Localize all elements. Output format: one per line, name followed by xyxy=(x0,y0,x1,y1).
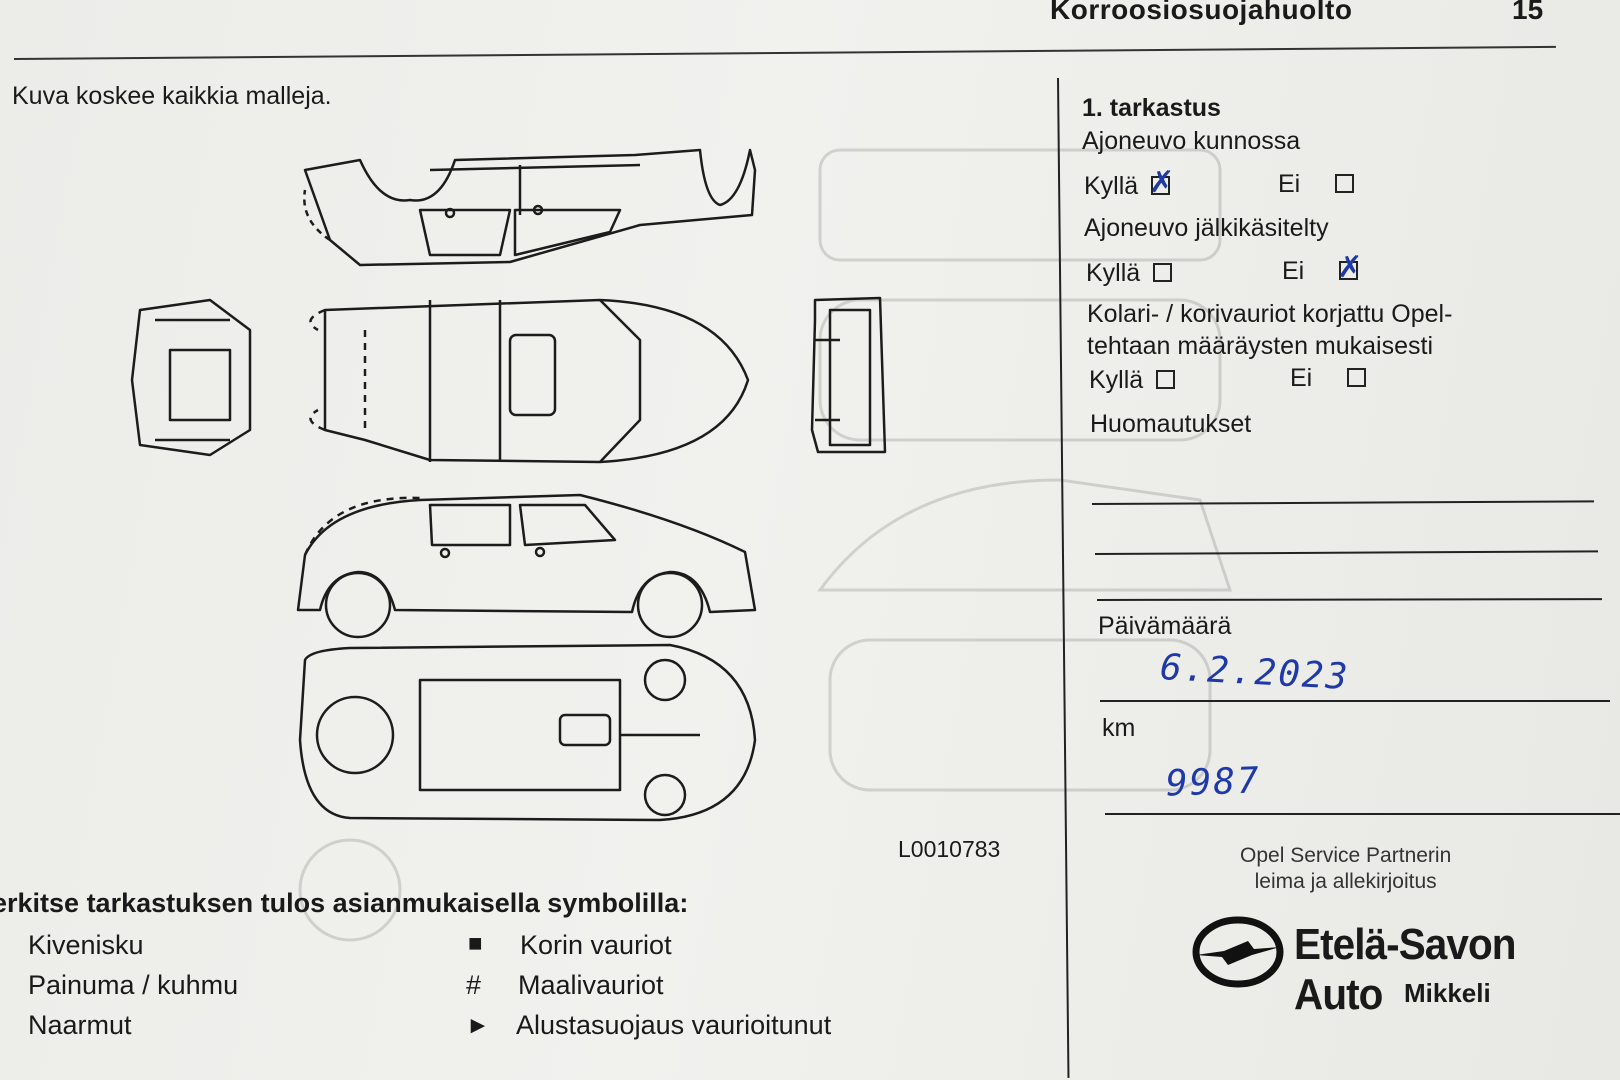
car-plan-view xyxy=(309,298,750,464)
q2-yes-label: Kyllä xyxy=(1086,259,1141,287)
legend-item-left: Kivenisku xyxy=(28,930,144,960)
intro-text: Kuva koskee kaikkia malleja. xyxy=(12,82,332,110)
q2-yes-option: Kyllä xyxy=(1086,259,1173,288)
square-symbol-icon: ■ xyxy=(468,930,483,957)
date-handwritten: 6.2.2023 xyxy=(1159,647,1351,698)
car-roof-side-view xyxy=(303,148,757,267)
opel-logo-icon xyxy=(1192,916,1284,988)
km-handwritten: 9987 xyxy=(1165,760,1262,805)
legend-item-left: Painuma / kuhmu xyxy=(28,970,239,1000)
legend-item-right: Korin vauriot xyxy=(520,930,672,960)
remarks-label: Huomautukset xyxy=(1090,410,1252,438)
q3-yes-option: Kyllä xyxy=(1089,366,1176,395)
car-rear-view xyxy=(130,298,252,457)
q2-no-label: Ei xyxy=(1282,257,1305,285)
legend-item-right: Alustasuojaus vaurioitunut xyxy=(516,1010,832,1040)
q1-no-label: Ei xyxy=(1278,170,1301,198)
question-vehicle-ok: Ajoneuvo kunnossa xyxy=(1082,127,1301,155)
question-aftertreated: Ajoneuvo jälkikäsitelty xyxy=(1084,214,1329,242)
hash-symbol-icon: # xyxy=(466,970,482,1000)
check-x-icon: ✗ xyxy=(1149,165,1175,200)
car-damage-diagram xyxy=(130,148,887,822)
q3-yes-checkbox[interactable] xyxy=(1156,370,1176,389)
q1-yes-option: Kyllä ✗ xyxy=(1084,168,1174,201)
page-number: 15 xyxy=(1512,0,1544,25)
legend-item-left: Naarmut xyxy=(28,1010,132,1040)
partner-caption-line1: Opel Service Partnerin xyxy=(1240,844,1452,867)
stamp-dealer-name: Etelä-Savon Auto xyxy=(1294,920,1517,1019)
car-front-view xyxy=(810,296,887,454)
km-line[interactable] xyxy=(1105,813,1620,815)
q3-no-label: Ei xyxy=(1290,364,1313,392)
legend-title: erkitse tarkastuksen tulos asianmukaisel… xyxy=(0,888,689,918)
remarks-line-3[interactable] xyxy=(1096,598,1603,601)
check-x-icon: ✗ xyxy=(1337,250,1363,285)
q1-no-checkbox[interactable] xyxy=(1335,174,1355,193)
question-repairs-line1: Kolari- / korivauriot korjattu Opel- xyxy=(1087,300,1453,328)
date-label: Päivämäärä xyxy=(1098,612,1232,640)
stamp-dealer-city: Mikkeli xyxy=(1404,978,1491,1008)
km-label: km xyxy=(1102,714,1136,742)
figure-code: L0010783 xyxy=(898,836,1001,862)
q3-yes-label: Kyllä xyxy=(1089,366,1144,394)
partner-caption-line2: leima ja allekirjoitus xyxy=(1254,870,1437,893)
question-repairs-line2: tehtaan määräysten mukaisesti xyxy=(1087,332,1434,360)
q2-yes-checkbox[interactable] xyxy=(1153,263,1173,282)
q2-no-option: Ei ✗ xyxy=(1282,253,1362,286)
page-header-title: Korroosiosuojahuolto xyxy=(1050,0,1353,25)
date-line[interactable] xyxy=(1100,700,1610,702)
q3-no-checkbox[interactable] xyxy=(1347,368,1367,387)
triangle-symbol-icon: ► xyxy=(466,1012,490,1039)
partner-stamp-caption: Opel Service Partnerin leima ja allekirj… xyxy=(1240,843,1451,895)
q1-yes-checkbox[interactable]: ✗ xyxy=(1149,168,1174,198)
remarks-line-2[interactable] xyxy=(1094,550,1598,555)
q1-yes-label: Kyllä xyxy=(1084,172,1139,200)
remarks-line-1[interactable] xyxy=(1091,500,1594,505)
car-underbody-view xyxy=(298,643,757,822)
q2-no-checkbox[interactable]: ✗ xyxy=(1337,253,1362,283)
car-side-view xyxy=(296,493,757,639)
inspection-heading: 1. tarkastus xyxy=(1082,94,1221,122)
q1-no-option: Ei xyxy=(1278,170,1355,199)
q3-no-option: Ei xyxy=(1290,364,1367,393)
legend-item-right: Maalivauriot xyxy=(518,970,664,1000)
